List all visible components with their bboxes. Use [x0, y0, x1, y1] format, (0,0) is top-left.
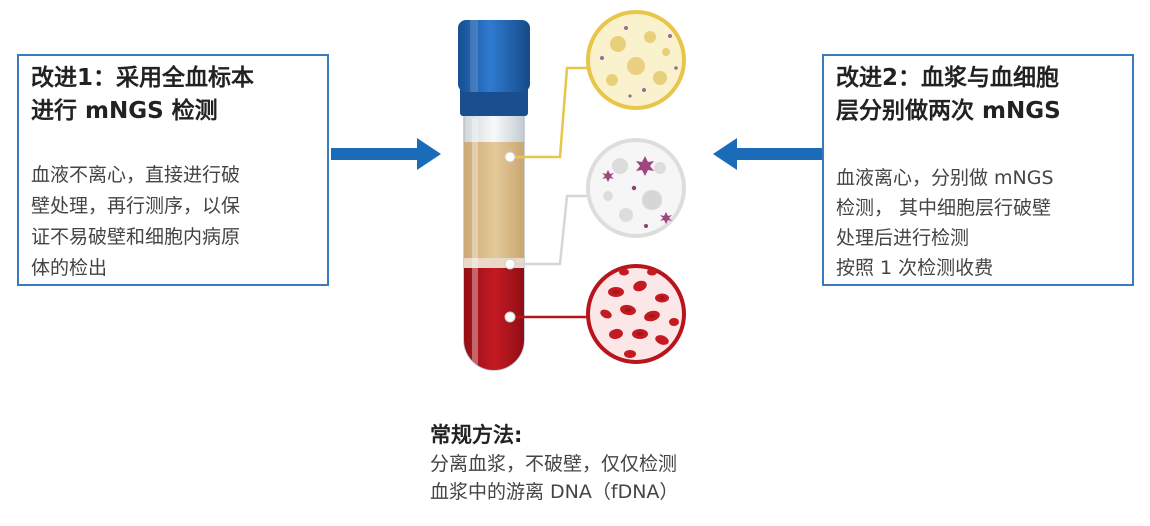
buffy-coat-magnified-icon — [586, 138, 686, 238]
improvement-1-description: 血液不离心，直接进行破 壁处理，再行测序，以保 证不易破壁和细胞内病原 体的检出 — [31, 164, 241, 279]
improvement-2-box: 改进2：血浆与血细胞 层分别做两次 mNGS 血液离心，分别做 mNGS 检测，… — [822, 54, 1134, 286]
improvement-2-description: 血液离心，分别做 mNGS 检测， 其中细胞层行破壁 处理后进行检测 按照 1 … — [836, 167, 1054, 279]
blood-tube-icon — [458, 20, 530, 371]
improvement-2-title: 改进2：血浆与血细胞 层分别做两次 mNGS — [836, 65, 1061, 124]
arrow-right-icon — [331, 138, 441, 170]
conventional-method-description: 分离血浆，不破壁，仅仅检测 血浆中的游离 DNA（fDNA） — [430, 453, 679, 503]
conventional-method-title: 常规方法: — [430, 423, 523, 447]
plasma-magnified-icon — [586, 10, 686, 110]
red-blood-cells-magnified-icon — [586, 264, 686, 364]
conventional-method: 常规方法: 分离血浆，不破壁，仅仅检测 血浆中的游离 DNA（fDNA） — [430, 420, 810, 506]
improvement-1-box: 改进1：采用全血标本 进行 mNGS 检测 血液不离心，直接进行破 壁处理，再行… — [17, 54, 329, 286]
blood-tube-diagram — [458, 10, 686, 371]
improvement-1-title: 改进1：采用全血标本 进行 mNGS 检测 — [31, 65, 255, 124]
arrow-left-icon — [713, 138, 823, 170]
